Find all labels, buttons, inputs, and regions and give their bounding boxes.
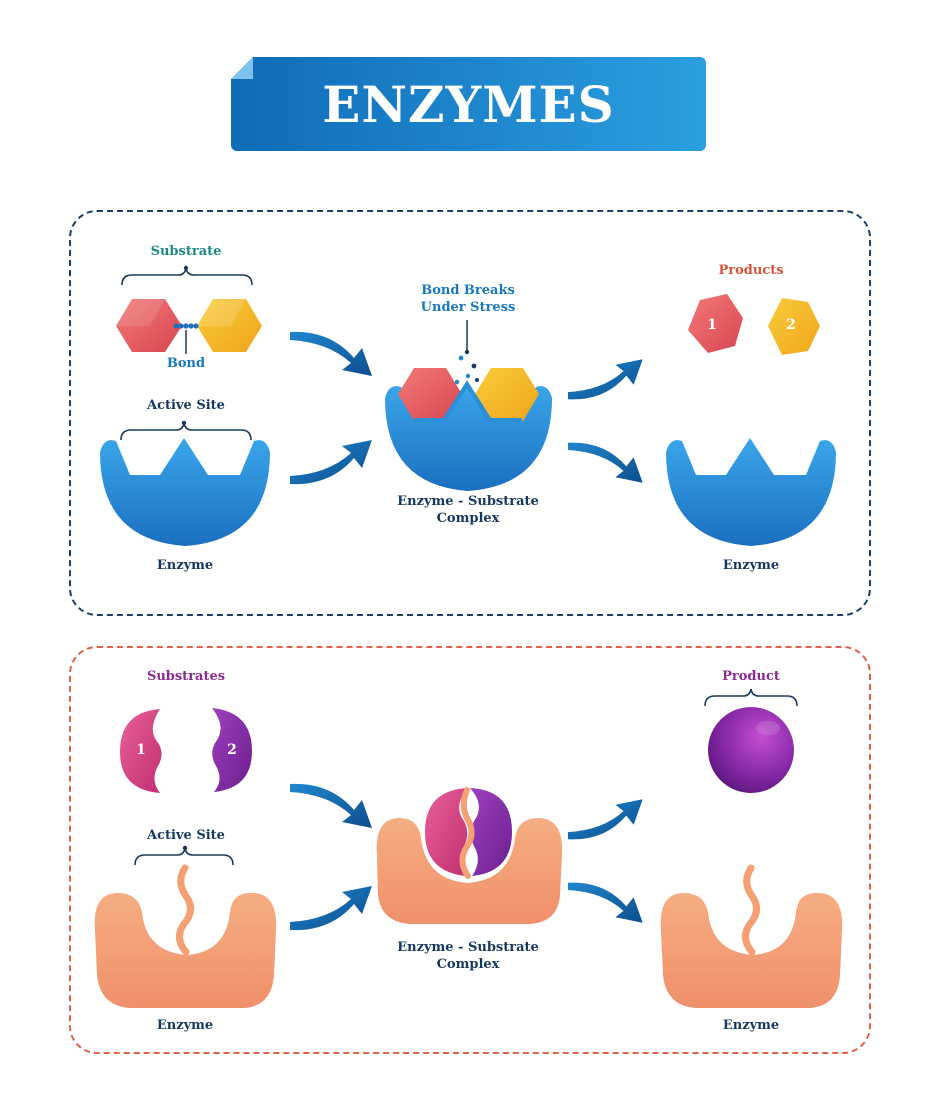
bond-beads (173, 323, 199, 329)
pink-substrate-1 (120, 709, 162, 793)
product-sphere (708, 707, 794, 793)
substrate-bracket (121, 267, 253, 286)
products-label: Products (718, 263, 784, 278)
wavy-strand-left (176, 864, 194, 956)
pink-half-in-complex (425, 788, 468, 876)
blue-enzyme-left (100, 438, 270, 546)
active-site-bracket (120, 422, 252, 441)
bond-breaks-line1: Bond Breaks (421, 283, 515, 298)
orange-enzyme-right (660, 892, 843, 1008)
complex-label-line2: Complex (436, 511, 500, 526)
bond-breaks-line2: Under Stress (420, 300, 516, 315)
complex-label-line1: Enzyme - Substrate (397, 494, 539, 509)
substrate-2-number: 2 (227, 742, 237, 758)
product-2-number: 2 (786, 317, 796, 333)
complex-label-bottom-line2: Complex (436, 957, 500, 972)
wavy-strand-complex (459, 787, 475, 879)
substrate-label: Substrate (150, 244, 222, 259)
purple-substrate-2 (212, 708, 252, 792)
bond-label: Bond (166, 356, 206, 371)
title-banner: ENZYMES (231, 57, 706, 151)
product-1-number: 1 (707, 317, 717, 333)
lock-and-key-panel (69, 210, 871, 616)
page-title: ENZYMES (322, 74, 615, 134)
active-site-bracket-bottom (134, 847, 234, 866)
purple-half-in-complex (470, 788, 512, 876)
enzyme-label-bottom-left: Enzyme (156, 1018, 214, 1033)
yellow-hexagon-in-complex (475, 368, 539, 421)
product-bracket (704, 688, 798, 707)
banner-fold (231, 57, 253, 79)
active-site-label: Active Site (147, 398, 225, 413)
active-site-label-bottom: Active Site (147, 828, 225, 843)
product-2-hexagon (768, 298, 820, 355)
wavy-strand-right (742, 864, 760, 956)
orange-enzyme-complex (376, 818, 563, 924)
substrate-1-number: 1 (136, 742, 146, 758)
substrates-label: Substrates (146, 669, 226, 684)
yellow-hexagon-substrate (197, 299, 262, 352)
product-label: Product (722, 669, 780, 684)
red-hexagon-substrate (116, 299, 182, 352)
stress-particles (454, 355, 479, 385)
complex-label-bottom-line1: Enzyme - Substrate (397, 940, 539, 955)
blue-enzyme-complex (385, 384, 552, 491)
induced-fit-panel (69, 646, 871, 1054)
enzyme-label-bottom-right: Enzyme (722, 1018, 780, 1033)
product-1-hexagon (688, 294, 743, 353)
orange-enzyme-left (94, 892, 277, 1008)
blue-enzyme-right (666, 438, 836, 546)
red-hexagon-in-complex (398, 368, 462, 421)
enzyme-label-right: Enzyme (722, 558, 780, 573)
enzyme-label-left: Enzyme (156, 558, 214, 573)
